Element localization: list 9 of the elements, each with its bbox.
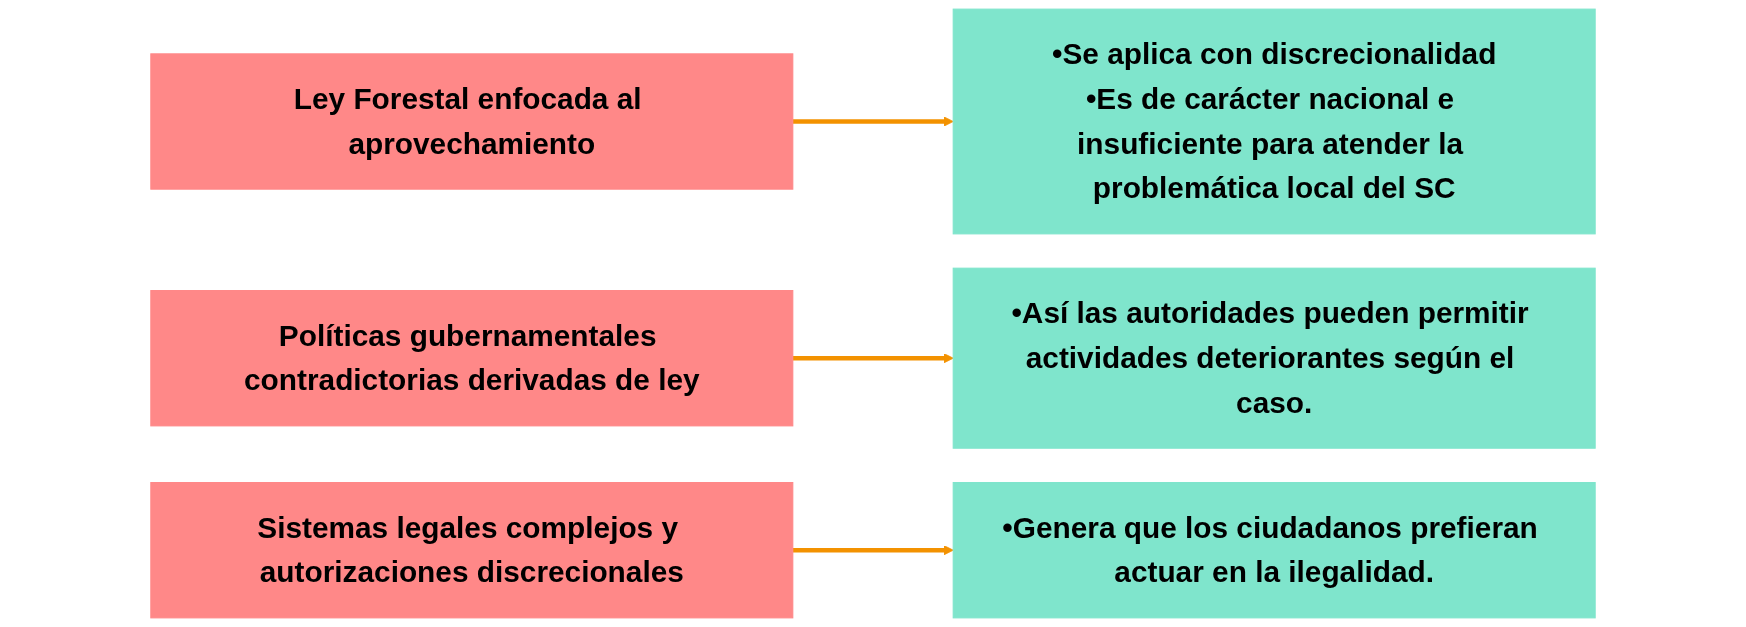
arrow: [792, 116, 954, 127]
node-box: Sistemas legales complejos y autorizaciones discrecionales: [150, 482, 794, 619]
node-box: •Genera que los ciudadanos prefieran actuar en la ilegalidad.: [952, 482, 1596, 619]
node-box: •Se aplica con discrecionalidad •Es de carácter nacional e insuficiente para atender la problemática local del SC: [952, 8, 1596, 235]
node-box: Ley Forestal enfocada al aprovechamiento: [150, 53, 794, 190]
node-box: •Así las autoridades pueden permitir actividades deteriorantes según el caso.: [952, 267, 1596, 449]
arrow: [792, 353, 954, 364]
arrow: [792, 545, 954, 556]
node-box: Políticas gubernamentales contradictorias derivadas de ley: [150, 290, 794, 427]
